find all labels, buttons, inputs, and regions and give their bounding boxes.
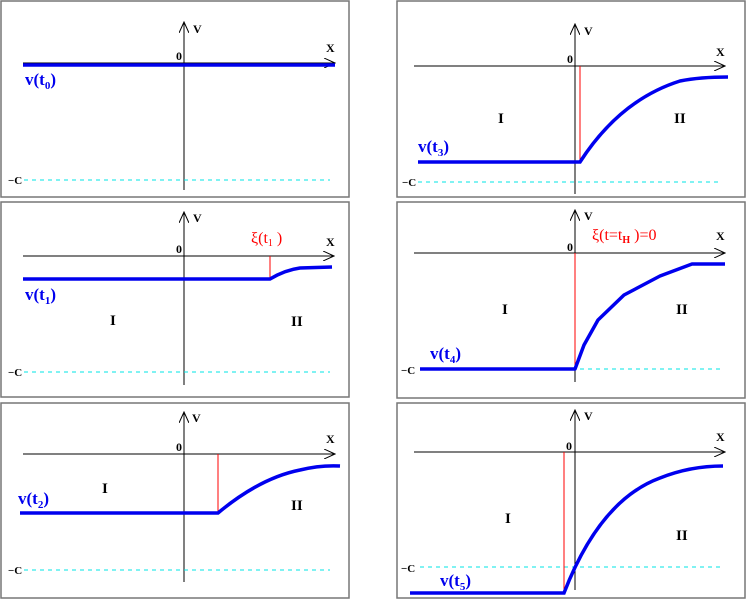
origin-label: 0 [176, 242, 182, 256]
v-curve-label: v(t1) [25, 285, 56, 307]
region-i-label: I [102, 481, 108, 497]
x-axis-label: X [716, 430, 725, 444]
minus-c-label: −C [8, 565, 22, 577]
region-ii-label: II [674, 111, 686, 127]
v-curve [20, 464, 341, 515]
v-curve-label: v(t5) [440, 571, 471, 593]
panel-frame [396, 0, 746, 198]
y-axis-label: V [193, 211, 202, 225]
v-curve-label: v(t4) [430, 344, 461, 366]
minus-c-label: −C [402, 177, 416, 189]
x-axis-label: X [716, 45, 725, 59]
y-axis-label: V [584, 409, 593, 423]
origin-label: 0 [176, 440, 182, 454]
x-axis-label: X [326, 432, 335, 446]
panel-frame [0, 201, 350, 398]
panel-t0: 0 V X −C v(t0) [0, 0, 350, 198]
v-curve [420, 262, 725, 371]
y-axis-label: V [193, 22, 202, 36]
region-ii-label: II [676, 528, 688, 544]
panel-frame [396, 402, 746, 599]
panel-frame [396, 201, 746, 399]
region-i-label: I [110, 313, 116, 329]
y-axis-label: V [192, 411, 201, 425]
x-axis-label: X [716, 229, 725, 243]
origin-label: 0 [567, 52, 573, 66]
minus-c-label: −C [401, 365, 415, 377]
v-curve-label: v(t0) [25, 70, 56, 92]
minus-c-label: −C [401, 563, 415, 575]
v-curve-label: v(t3) [418, 137, 449, 159]
y-axis-label: V [584, 24, 593, 38]
panel-t1: 0 V X −C I II ξ(t1 ) v(t1) [0, 201, 350, 398]
v-curve-label: v(t2) [18, 489, 49, 511]
origin-label: 0 [176, 49, 182, 63]
region-i-label: I [505, 511, 511, 527]
minus-c-label: −C [8, 175, 22, 187]
region-ii-label: II [291, 498, 303, 514]
panel-t4: 0 V X −C I II ξ(t=tH )=0 v(t4) [396, 201, 746, 399]
origin-label: 0 [567, 240, 573, 254]
region-ii-label: II [291, 314, 303, 330]
minus-c-label: −C [8, 367, 22, 379]
region-i-label: I [502, 302, 508, 318]
xi-label: ξ(t1 ) [251, 230, 282, 249]
xi-label: ξ(t=tH )=0 [592, 227, 657, 246]
panel-frame [0, 402, 350, 599]
region-i-label: I [498, 111, 504, 127]
v-curve [410, 464, 724, 595]
x-axis-label: X [326, 41, 335, 55]
v-curve [418, 75, 729, 164]
origin-label: 0 [566, 439, 572, 453]
region-ii-label: II [676, 302, 688, 318]
panel-t2: 0 V X −C I II v(t2) [0, 402, 350, 599]
y-axis-label: V [584, 209, 593, 223]
v-curve [23, 265, 333, 281]
panel-t5: 0 V X −C I II v(t5) [396, 402, 746, 599]
panel-frame [0, 0, 350, 198]
x-axis-label: X [326, 235, 335, 249]
panel-t3: 0 V X −C I II v(t3) [396, 0, 746, 198]
